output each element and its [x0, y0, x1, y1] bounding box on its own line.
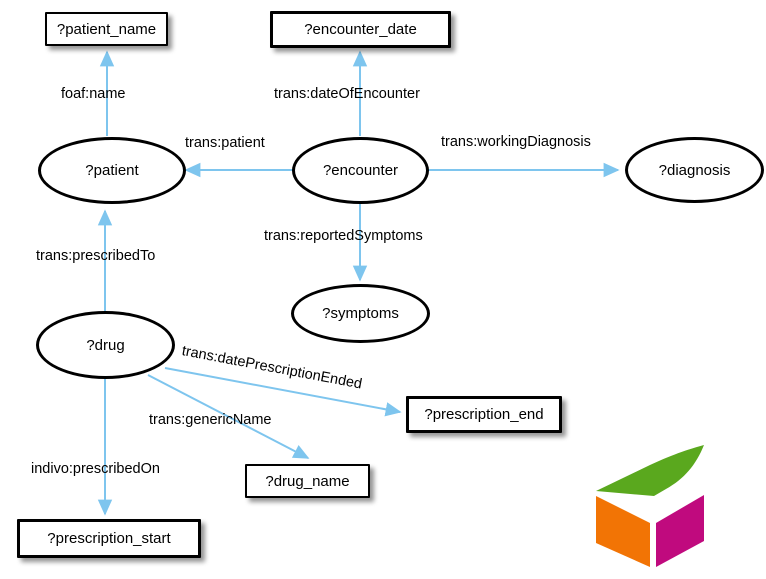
node-encounter-date[interactable]: ?encounter_date — [270, 11, 451, 48]
edge-trans-genericName — [147, 374, 310, 459]
edge-trans-datePrescriptionEnded — [164, 367, 402, 417]
node-encounter[interactable]: ?encounter — [292, 137, 429, 204]
edge-label-trans-dateOfEncounter: trans:dateOfEncounter — [274, 86, 420, 102]
node-prescription-end[interactable]: ?prescription_end — [406, 396, 562, 433]
cube-logo-left-face — [596, 496, 650, 567]
cube-logo-right-face — [656, 495, 704, 567]
node-symptoms[interactable]: ?symptoms — [291, 284, 430, 343]
node-drug-name[interactable]: ?drug_name — [245, 464, 370, 498]
edge-label-indivo-prescribedOn: indivo:prescribedOn — [31, 461, 160, 477]
cube-logo-top-face — [596, 445, 704, 496]
node-drug[interactable]: ?drug — [36, 311, 175, 379]
edge-label-foaf-name: foaf:name — [61, 86, 126, 102]
node-prescription-start[interactable]: ?prescription_start — [17, 519, 201, 558]
node-patient-name[interactable]: ?patient_name — [45, 12, 168, 46]
cube-logo — [596, 445, 704, 567]
node-patient[interactable]: ?patient — [38, 137, 186, 204]
edge-label-trans-patient: trans:patient — [185, 135, 265, 151]
edge-label-trans-reportedSymptoms: trans:reportedSymptoms — [264, 228, 423, 244]
edge-label-trans-prescribedTo: trans:prescribedTo — [36, 248, 156, 264]
node-diagnosis[interactable]: ?diagnosis — [625, 137, 764, 203]
edge-label-trans-genericName: trans:genericName — [149, 412, 272, 428]
edge-label-trans-workingDiagnosis: trans:workingDiagnosis — [441, 134, 591, 150]
